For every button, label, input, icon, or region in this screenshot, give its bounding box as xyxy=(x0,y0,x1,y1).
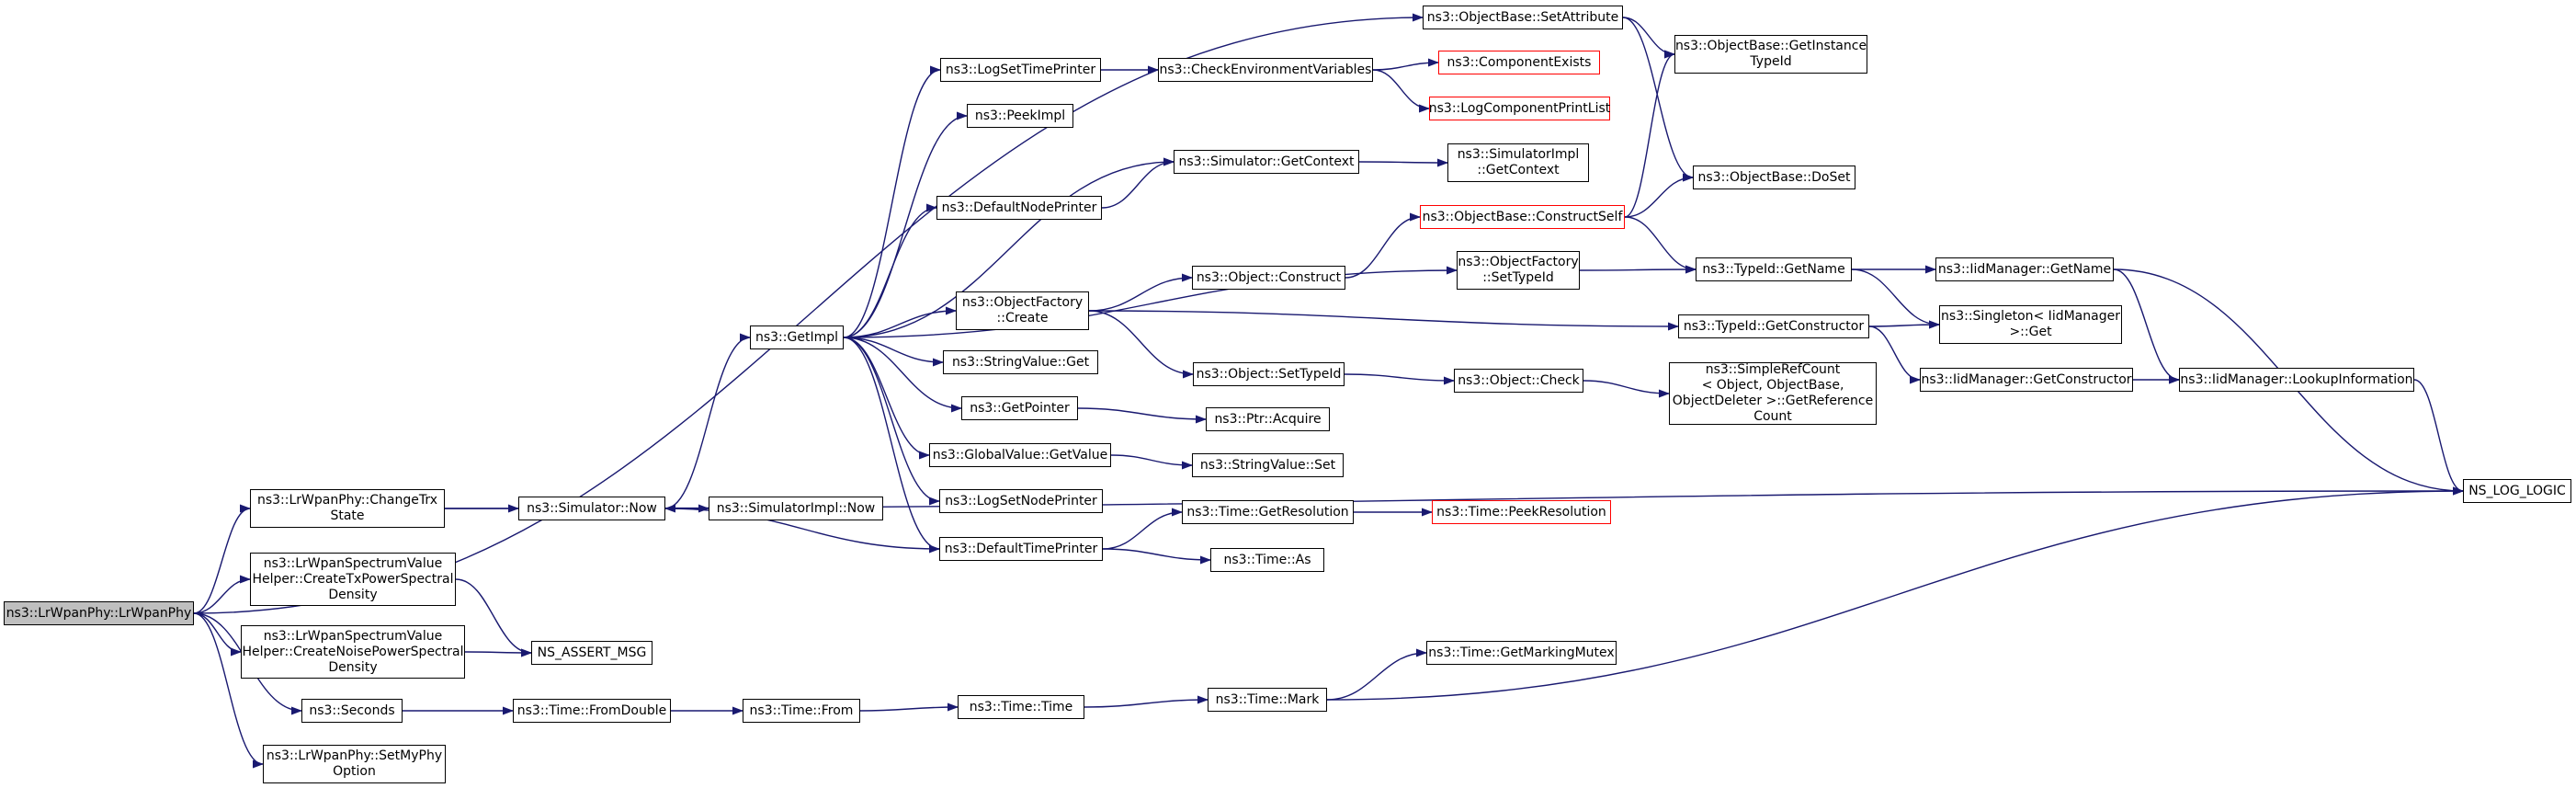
edge-timemark-to-timegetmm xyxy=(1326,648,1427,701)
node-simplerefcount-getreferencecount[interactable]: ns3::SimpleRefCount < Object, ObjectBase… xyxy=(1669,362,1877,425)
edge-objfactsettid-to-tidgetname xyxy=(1579,265,1697,274)
edge-getimpl-to-peekimpl xyxy=(843,111,968,338)
edge-globalval-to-strvalset xyxy=(1110,454,1193,470)
edge-createnoise-to-nsassert xyxy=(464,648,532,657)
node-defaultnodeprinter[interactable]: ns3::DefaultNodePrinter xyxy=(936,196,1102,220)
edge-getimpl-to-objfactcreate xyxy=(843,306,957,338)
edge-defnodep-to-simgetctx xyxy=(1101,157,1175,209)
edge-getimpl-to-getpointer xyxy=(843,337,962,413)
edge-root-to-changetrx xyxy=(193,504,251,614)
node-objectbase-constructself[interactable]: ns3::ObjectBase::ConstructSelf xyxy=(1420,205,1625,229)
node-peekimpl[interactable]: ns3::PeekImpl xyxy=(967,104,1073,128)
node-typeid-getconstructor[interactable]: ns3::TypeId::GetConstructor xyxy=(1678,314,1869,338)
edge-getimpl-to-logsetnp xyxy=(843,337,940,506)
node-getpointer[interactable]: ns3::GetPointer xyxy=(961,396,1078,420)
edge-objfactcreate-to-tidgetctor xyxy=(1088,310,1679,331)
node-simulator-getcontext[interactable]: ns3::Simulator::GetContext xyxy=(1174,150,1359,174)
edge-setattr-to-getinst xyxy=(1622,17,1675,59)
edge-getpointer-to-ptracquire xyxy=(1077,407,1207,424)
edge-constructself-to-doset xyxy=(1624,173,1694,218)
node-simulatorimpl-now[interactable]: ns3::SimulatorImpl::Now xyxy=(709,497,883,520)
node-time-as[interactable]: ns3::Time::As xyxy=(1210,548,1324,572)
node-lrwpanphy-changetrxstate[interactable]: ns3::LrWpanPhy::ChangeTrx State xyxy=(250,489,445,528)
edge-getimpl-to-objfactsettid xyxy=(843,266,1458,338)
node-time-mark[interactable]: ns3::Time::Mark xyxy=(1208,688,1327,712)
edge-getimpl-to-defnodep xyxy=(843,203,937,338)
node-logsetnodeprinter[interactable]: ns3::LogSetNodePrinter xyxy=(939,489,1103,513)
edge-tidgetctor-to-singleton xyxy=(1868,320,1940,329)
node-ns-log-logic[interactable]: NS_LOG_LOGIC xyxy=(2463,479,2571,503)
node-getimpl[interactable]: ns3::GetImpl xyxy=(750,325,844,349)
edge-checkenv-to-logcomplist xyxy=(1372,69,1430,113)
edge-iidgetname-to-iidlookup xyxy=(2113,268,2180,384)
edge-objconstruct-to-constructself xyxy=(1345,212,1421,279)
node-stringvalue-set[interactable]: ns3::StringValue::Set xyxy=(1192,453,1344,477)
node-time-getmarkingmutex[interactable]: ns3::Time::GetMarkingMutex xyxy=(1426,641,1617,665)
node-objectbase-setattribute[interactable]: ns3::ObjectBase::SetAttribute xyxy=(1423,6,1623,29)
edge-root-to-setmyphy xyxy=(193,612,264,769)
edge-setattr-to-doset xyxy=(1622,17,1694,182)
node-objectfactory-settypeid[interactable]: ns3::ObjectFactory ::SetTypeId xyxy=(1457,251,1580,290)
edge-iidlookup-to-nslog xyxy=(2413,379,2464,496)
node-time-fromdouble[interactable]: ns3::Time::FromDouble xyxy=(513,699,671,723)
node-objectbase-doset[interactable]: ns3::ObjectBase::DoSet xyxy=(1693,166,1855,189)
node-checkenvironmentvariables[interactable]: ns3::CheckEnvironmentVariables xyxy=(1158,58,1373,82)
node-iidmanager-lookupinformation[interactable]: ns3::IidManager::LookupInformation xyxy=(2179,368,2414,392)
node-time-from[interactable]: ns3::Time::From xyxy=(743,699,860,723)
node-createtxpowerspectraldensity[interactable]: ns3::LrWpanSpectrumValue Helper::CreateT… xyxy=(250,553,456,606)
node-lrwpanphy-ctor[interactable]: ns3::LrWpanPhy::LrWpanPhy xyxy=(4,601,194,625)
node-object-check[interactable]: ns3::Object::Check xyxy=(1454,369,1583,393)
edge-constructself-to-tidgetname xyxy=(1624,216,1697,274)
node-objectbase-getinstancetypeid[interactable]: ns3::ObjectBase::GetInstance TypeId xyxy=(1674,35,1867,74)
edge-createtx-to-nsassert xyxy=(455,578,532,657)
node-singleton-iidmanager-get[interactable]: ns3::Singleton< IidManager >::Get xyxy=(1939,305,2122,344)
node-createnoisepowerspectraldensity[interactable]: ns3::LrWpanSpectrumValue Helper::CreateN… xyxy=(241,625,465,679)
edge-objfactcreate-to-objsettid xyxy=(1088,310,1194,379)
node-globalvalue-getvalue[interactable]: ns3::GlobalValue::GetValue xyxy=(929,443,1111,467)
node-simulatorimpl-getcontext[interactable]: ns3::SimulatorImpl ::GetContext xyxy=(1447,143,1589,182)
edge-getimpl-to-deftimep xyxy=(843,337,940,554)
node-objectfactory-create[interactable]: ns3::ObjectFactory ::Create xyxy=(956,291,1089,330)
node-defaulttimeprinter[interactable]: ns3::DefaultTimePrinter xyxy=(939,537,1103,561)
node-iidmanager-getconstructor[interactable]: ns3::IidManager::GetConstructor xyxy=(1920,368,2133,392)
node-iidmanager-getname[interactable]: ns3::IidManager::GetName xyxy=(1935,257,2114,281)
edge-tidgetctor-to-iidgetctor xyxy=(1868,325,1921,384)
node-seconds[interactable]: ns3::Seconds xyxy=(301,699,403,723)
node-simulator-now[interactable]: ns3::Simulator::Now xyxy=(518,497,665,520)
node-logcomponentprintlist[interactable]: ns3::LogComponentPrintList xyxy=(1429,97,1610,120)
edge-checkenv-to-compexists xyxy=(1372,58,1439,71)
node-time-getresolution[interactable]: ns3::Time::GetResolution xyxy=(1182,500,1354,524)
edge-getimpl-to-globalval xyxy=(843,337,930,460)
node-ptr-acquire[interactable]: ns3::Ptr::Acquire xyxy=(1206,407,1330,431)
edge-getimpl-to-simgetctx xyxy=(843,157,1175,338)
edge-deftimep-to-timeas xyxy=(1102,548,1211,565)
node-object-settypeid[interactable]: ns3::Object::SetTypeId xyxy=(1193,362,1345,386)
edge-objfactcreate-to-objconstruct xyxy=(1088,273,1193,312)
node-time-peekresolution[interactable]: ns3::Time::PeekResolution xyxy=(1432,500,1611,524)
node-typeid-getname[interactable]: ns3::TypeId::GetName xyxy=(1696,257,1852,281)
edge-timefrom-to-timetime xyxy=(859,702,959,712)
edge-simnow-to-getimpl xyxy=(664,333,751,509)
edge-getimpl-to-logsettp xyxy=(843,65,941,338)
node-stringvalue-get[interactable]: ns3::StringValue::Get xyxy=(943,350,1098,374)
edge-simgetctx-to-simimplgetctx xyxy=(1358,158,1448,167)
node-ns-assert-msg[interactable]: NS_ASSERT_MSG xyxy=(531,641,653,665)
node-object-construct[interactable]: ns3::Object::Construct xyxy=(1192,266,1345,290)
node-componentexists[interactable]: ns3::ComponentExists xyxy=(1438,51,1600,74)
edge-root-to-createtx xyxy=(193,575,251,614)
edge-objcheck-to-simplerefcount xyxy=(1583,380,1670,398)
node-logsettimeprinter[interactable]: ns3::LogSetTimePrinter xyxy=(940,58,1101,82)
edge-root-to-createnoise xyxy=(193,612,242,657)
edge-getimpl-to-strvalget xyxy=(843,337,944,367)
node-lrwpanphy-setmyphyoption[interactable]: ns3::LrWpanPhy::SetMyPhy Option xyxy=(263,745,446,783)
edge-constructself-to-getinst xyxy=(1624,50,1675,218)
edge-deftimep-to-timegetres xyxy=(1102,508,1183,550)
edge-tidgetname-to-singleton xyxy=(1851,268,1940,329)
edge-timetime-to-timemark xyxy=(1084,695,1209,708)
node-time-time[interactable]: ns3::Time::Time xyxy=(958,695,1084,719)
edge-timemark-to-nslog xyxy=(1326,486,2464,701)
edge-objsettid-to-objcheck xyxy=(1344,373,1455,385)
